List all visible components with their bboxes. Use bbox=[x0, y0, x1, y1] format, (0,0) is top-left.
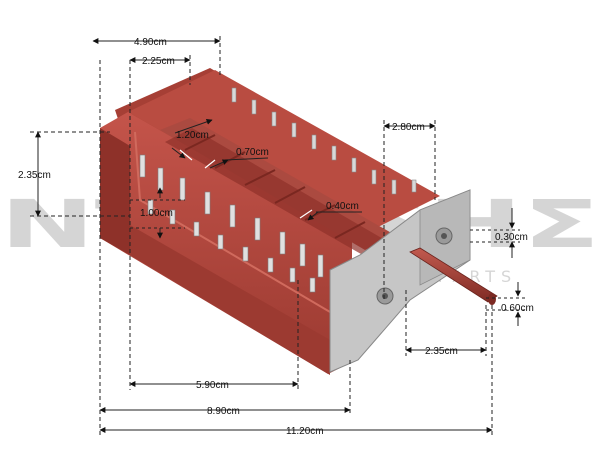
label-top-inner: 2.25cm bbox=[142, 56, 175, 67]
front-terminals bbox=[139, 154, 324, 293]
label-contacts-span: 5.90cm bbox=[196, 380, 229, 391]
label-pin-offset: 1.00cm bbox=[140, 208, 173, 219]
dimension-labels: 11.20cm 8.90cm 5.90cm 4.90cm 2.25cm 2.35… bbox=[18, 37, 534, 437]
label-top-width: 4.90cm bbox=[134, 37, 167, 48]
label-pin-width: 0.40cm bbox=[326, 201, 359, 212]
label-shaft-length: 2.35cm bbox=[425, 346, 458, 357]
label-flange-width: 2.80cm bbox=[392, 122, 425, 133]
label-shaft-diameter: 0.60cm bbox=[501, 303, 534, 314]
label-pin-pitch-b: 0.70cm bbox=[236, 147, 269, 158]
label-shaft-flat: 0.30cm bbox=[495, 232, 528, 243]
label-height: 2.35cm bbox=[18, 170, 51, 181]
label-overall-length: 11.20cm bbox=[286, 426, 324, 437]
shaft bbox=[409, 247, 498, 305]
switch-body bbox=[100, 68, 440, 375]
upper-terminals bbox=[231, 87, 417, 195]
dimension-lines bbox=[30, 36, 525, 435]
label-pin-pitch-a: 1.20cm bbox=[176, 130, 209, 141]
label-body-length: 8.90cm bbox=[207, 406, 240, 417]
inner-markers bbox=[179, 149, 313, 219]
